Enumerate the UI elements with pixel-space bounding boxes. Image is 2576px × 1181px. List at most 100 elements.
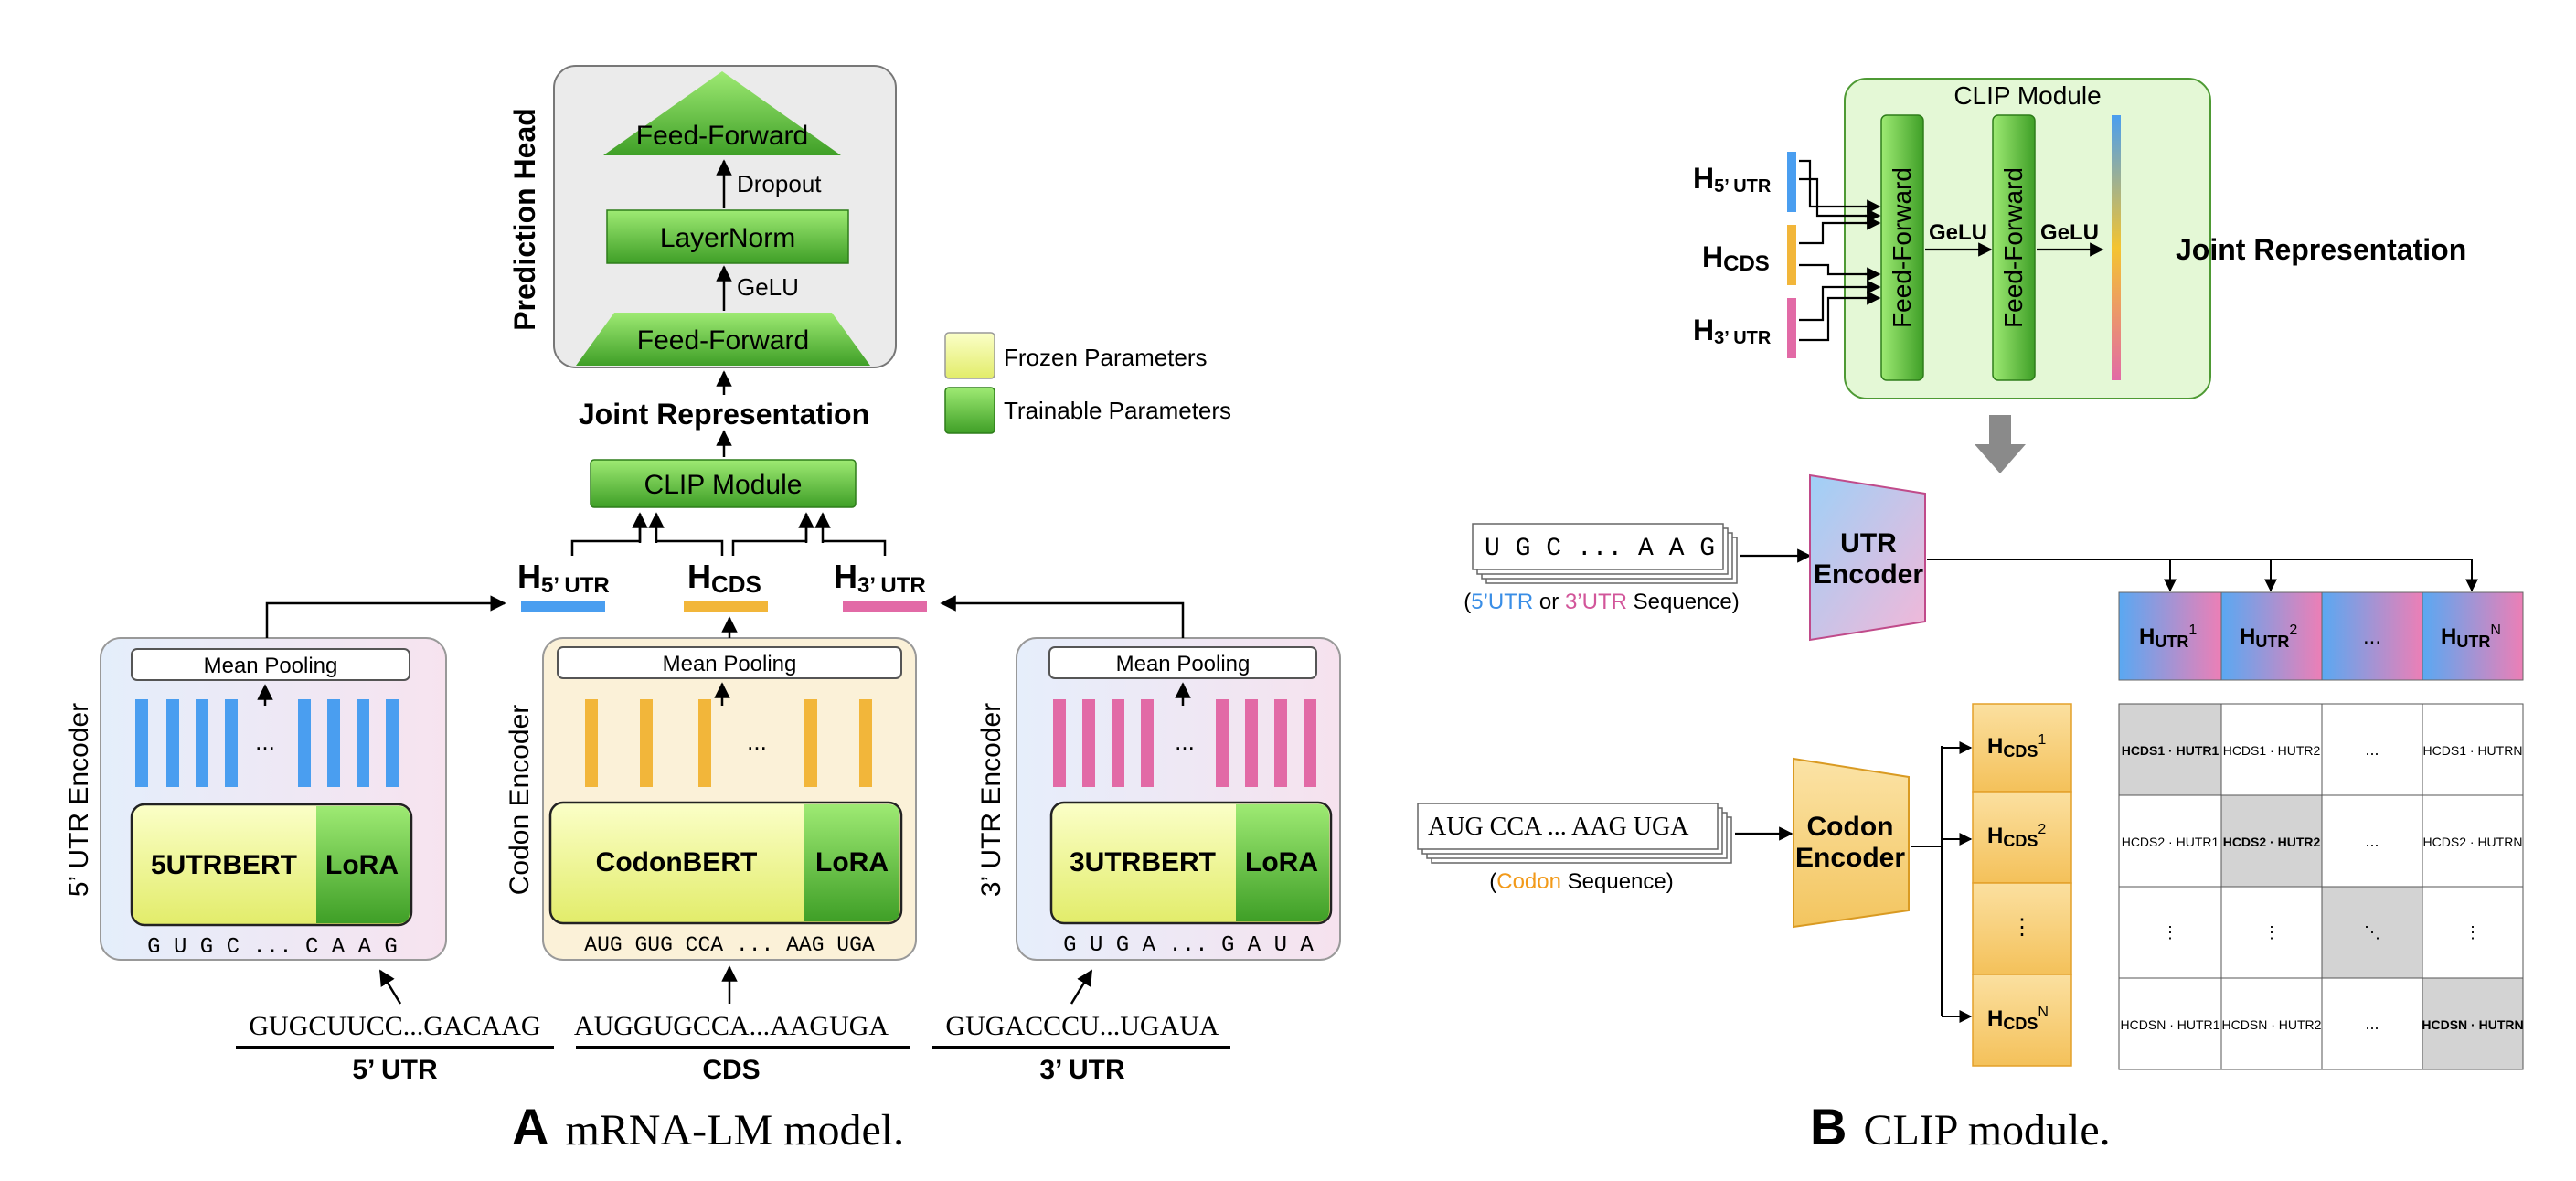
legend-frozen-swatch — [944, 332, 995, 379]
mean-pooling-label-3utr: Mean Pooling — [1116, 652, 1251, 676]
codon-vector-arrows — [1942, 741, 1973, 1023]
codon-encoder-shape — [1793, 757, 1910, 929]
mean-pooling-box-3utr — [1048, 646, 1317, 679]
arrow-seq-5utr — [378, 969, 402, 1005]
matrix-cell-4-4: HCDSN · HUTRN — [2422, 1017, 2523, 1032]
input-h5utr: H5’ UTR — [1693, 162, 1772, 197]
sequence-3utr: GUGACCCU...UGAUA — [945, 1011, 1219, 1041]
connector-5utr-to-h — [265, 595, 506, 638]
utr-vector-1: HUTR1 — [2139, 622, 2197, 651]
cds-vector-1: HCDS1 — [1987, 732, 2046, 761]
connector-3utr-to-h — [940, 595, 1185, 638]
matrix-cell-1-3: ... — [2365, 740, 2379, 759]
input-connectors — [1799, 159, 1874, 342]
joint-representation-bar — [2112, 115, 2121, 380]
mean-pooling-box-5utr — [131, 648, 410, 681]
lora-label-3utr: LoRA — [1245, 847, 1318, 878]
sequence-codon: AUGGUGCCA...AAGUGA — [574, 1011, 889, 1041]
codon-sequence-caption: (Codon Sequence) — [1489, 869, 1674, 894]
matrix-cell-3-1: ⋮ — [2162, 923, 2178, 942]
similarity-matrix: HCDS1 · HUTR1 HCDS1 · HUTR2 ... HCDS1 · … — [2118, 703, 2524, 1070]
matrix-cell-2-3: ... — [2365, 832, 2379, 850]
arrow-seq-3utr — [1070, 969, 1093, 1005]
mean-pooling-box-codon — [557, 646, 902, 679]
clip-ff1-box — [1880, 114, 1924, 381]
lora-label-codon: LoRA — [815, 847, 889, 878]
encoder-3utr: 3’ UTR Encoder Mean Pooling ... 3UTRBERT… — [976, 637, 1341, 961]
ff-top-label: Feed-Forward — [636, 121, 808, 151]
matrix-cell-3-4: ⋮ — [2464, 923, 2481, 942]
clip-module-label: CLIP Module — [644, 470, 803, 500]
cds-vector-3: ⋮ — [2011, 915, 2033, 940]
h3utr-label: H3’ UTR — [834, 558, 926, 598]
mean-pooling-label-5utr: Mean Pooling — [204, 654, 338, 678]
encoder-3utr-side-label: 3’ UTR Encoder — [976, 703, 1006, 897]
lora-label-5utr: LoRA — [325, 850, 399, 880]
utr-vector-4: HUTRN — [2441, 622, 2501, 651]
encoder-codon-side-label: Codon Encoder — [505, 705, 535, 895]
model-label-codon: CodonBERT — [596, 847, 758, 878]
input-h3utr-bar — [1787, 298, 1796, 358]
dropout-label: Dropout — [737, 170, 822, 197]
legend-trainable-label: Trainable Parameters — [1004, 397, 1231, 424]
matrix-cell-3-3: ⋱ — [2364, 923, 2380, 942]
codon-sequence-text: AUG CCA ... AAG UGA — [1428, 813, 1689, 841]
input-hcds: HCDS — [1702, 240, 1770, 276]
codon-encoder-to-vectors — [1911, 746, 1943, 1016]
ff-bottom-trapezoid — [576, 313, 870, 366]
prediction-head-label: Prediction Head — [508, 108, 541, 331]
cds-vector-2: HCDS2 — [1987, 822, 2046, 850]
region-5utr: 5’ UTR — [352, 1055, 438, 1085]
utr-vector-arrows — [2164, 559, 2478, 592]
clip-gelu2-label: GeLU — [2040, 220, 2099, 245]
h3utr-bar — [843, 601, 927, 612]
utr-vector-row: HUTR1 HUTR2 ... HUTRN — [2118, 591, 2524, 681]
encoder-5utr: 5’ UTR Encoder Mean Pooling ... 5UTRBERT… — [64, 637, 447, 961]
clip-ff2-box — [1992, 114, 2036, 381]
token-bars-5utr — [135, 699, 399, 787]
model-label-5utr: 5UTRBERT — [151, 850, 297, 880]
ff-top-triangle — [603, 71, 841, 155]
layernorm-box — [606, 209, 849, 264]
lora-box-3utr — [1236, 804, 1329, 921]
dots-5utr: ... — [255, 728, 275, 755]
clip-detail-title: CLIP Module — [1953, 81, 2101, 110]
input-h5utr-bar — [1787, 152, 1796, 212]
matrix-cell-2-4: HCDS2 · HUTRN — [2423, 835, 2523, 849]
token-bars-codon — [585, 699, 872, 787]
clip-gelu1-label: GeLU — [1929, 220, 1987, 245]
ff-bottom-label: Feed-Forward — [637, 325, 809, 356]
hcds-label: HCDS — [687, 558, 761, 598]
h5utr-label: H5’ UTR — [517, 558, 610, 598]
panel-b: CLIP Module H5’ UTR HCDS H3’ UTR Feed-Fo… — [1417, 78, 2524, 1155]
encoder-codon: Codon Encoder Mean Pooling ... CodonBERT… — [505, 637, 917, 961]
tokens-5utr: G U G C ... C A A G — [147, 935, 398, 960]
utr-encoder-shape — [1809, 473, 1926, 642]
clip-module-box — [590, 459, 857, 508]
model-label-3utr: 3UTRBERT — [1070, 847, 1216, 878]
matrix-cell-4-1: HCDSN · HUTR1 — [2121, 1017, 2220, 1032]
layernorm-label: LayerNorm — [660, 223, 795, 253]
matrix-cell-2-2: HCDS2 · HUTR2 — [2223, 835, 2321, 849]
mean-pooling-label-codon: Mean Pooling — [663, 652, 797, 676]
utr-vector-3: ... — [2363, 624, 2381, 649]
legend-frozen-label: Frozen Parameters — [1004, 344, 1208, 371]
lora-box-codon — [804, 804, 899, 921]
encoder-5utr-side-label: 5’ UTR Encoder — [64, 703, 94, 897]
dots-codon: ... — [747, 728, 767, 755]
lora-box-5utr — [316, 806, 410, 923]
hcds-bar — [684, 601, 768, 612]
input-arrowheads — [1865, 199, 1881, 305]
token-bars-3utr — [1053, 699, 1316, 787]
utr-vector-2: HUTR2 — [2240, 622, 2297, 651]
connector-h-to-clip — [570, 514, 887, 556]
utr-sequence-text: U G C ... A A G — [1485, 535, 1715, 563]
cds-vector-4: HCDSN — [1987, 1005, 2049, 1033]
joint-representation-label: Joint Representation — [579, 398, 869, 431]
tokens-3utr: G U G A ... G A U A — [1063, 933, 1314, 958]
legend-trainable-swatch — [944, 387, 995, 434]
